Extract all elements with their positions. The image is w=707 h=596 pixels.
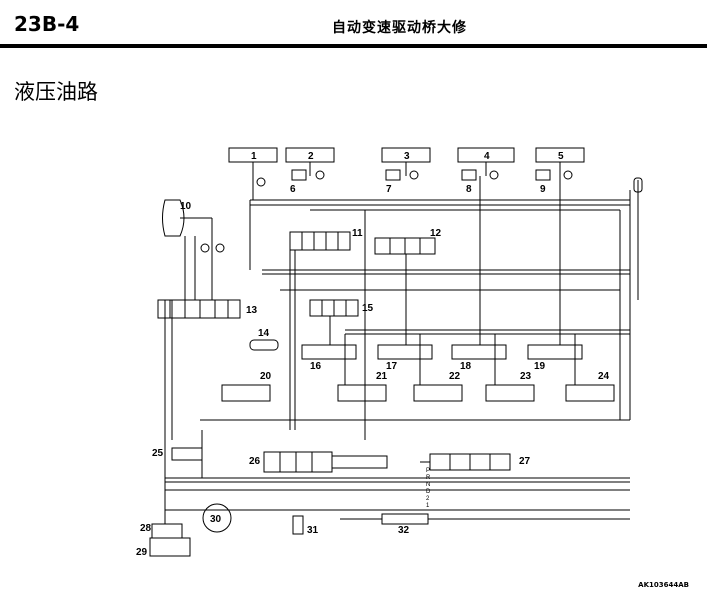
manual-valve-26: [263, 451, 333, 473]
component-14: [249, 339, 279, 351]
valve-17: [377, 344, 433, 360]
component-31: [292, 515, 304, 535]
shift-position-p: P: [426, 468, 430, 474]
solenoid-8: [461, 169, 477, 181]
shift-position-1: 1: [426, 503, 430, 509]
callout-4: 4: [484, 151, 490, 162]
callout-16: 16: [310, 361, 322, 372]
callout-19: 19: [534, 361, 546, 372]
shift-position-2: 2: [426, 496, 430, 502]
callout-18: 18: [460, 361, 472, 372]
header-title: 自动变速驱动桥大修: [332, 20, 467, 36]
torque-converter: [162, 199, 185, 237]
callout-5: 5: [558, 151, 564, 162]
solenoid-6: [291, 169, 307, 181]
callout-32: 32: [398, 525, 410, 536]
solenoid-7: [385, 169, 401, 181]
callout-12: 12: [430, 228, 442, 239]
callout-27: 27: [519, 456, 531, 467]
solenoid-9: [535, 169, 551, 181]
shift-position-r: R: [426, 475, 431, 481]
callout-10: 10: [180, 201, 192, 212]
valve-20: [221, 384, 271, 402]
valve-18: [451, 344, 507, 360]
oil-pump-30: [202, 503, 232, 533]
valve-24: [565, 384, 615, 402]
regulator-valve-13: [157, 299, 241, 319]
callout-21: 21: [376, 371, 388, 382]
oil-cooler-32: [381, 513, 429, 525]
valve-11: [289, 231, 351, 251]
shift-position-n: N: [426, 482, 430, 488]
callout-17: 17: [386, 361, 398, 372]
callout-2: 2: [308, 151, 314, 162]
valve-23: [485, 384, 535, 402]
oil-pan-29: [149, 537, 191, 557]
callout-28: 28: [140, 523, 152, 534]
callout-31: 31: [307, 525, 319, 536]
strainer-28: [151, 523, 183, 539]
callout-6: 6: [290, 184, 296, 195]
section-title: 液压油路: [14, 80, 98, 104]
callout-9: 9: [540, 184, 546, 195]
callout-30: 30: [210, 514, 222, 525]
callout-11: 11: [352, 228, 363, 239]
callout-29: 29: [136, 547, 148, 558]
callout-3: 3: [404, 151, 410, 162]
callout-8: 8: [466, 184, 472, 195]
callout-13: 13: [246, 305, 258, 316]
callout-22: 22: [449, 371, 461, 382]
figure-code: AK103644AB: [638, 581, 689, 589]
shift-position-d: D: [426, 489, 431, 495]
callout-26: 26: [249, 456, 261, 467]
callout-7: 7: [386, 184, 392, 195]
valve-19: [527, 344, 583, 360]
page-code: 23B-4: [14, 12, 80, 36]
callout-25: 25: [152, 448, 164, 459]
callout-1: 1: [251, 151, 257, 162]
callout-14: 14: [258, 328, 270, 339]
valve-22: [413, 384, 463, 402]
valve-25: [171, 447, 203, 461]
callout-23: 23: [520, 371, 532, 382]
valve-21: [337, 384, 387, 402]
callout-24: 24: [598, 371, 610, 382]
callout-20: 20: [260, 371, 272, 382]
header-rule: [0, 44, 707, 48]
callout-15: 15: [362, 303, 374, 314]
valve-16: [301, 344, 357, 360]
